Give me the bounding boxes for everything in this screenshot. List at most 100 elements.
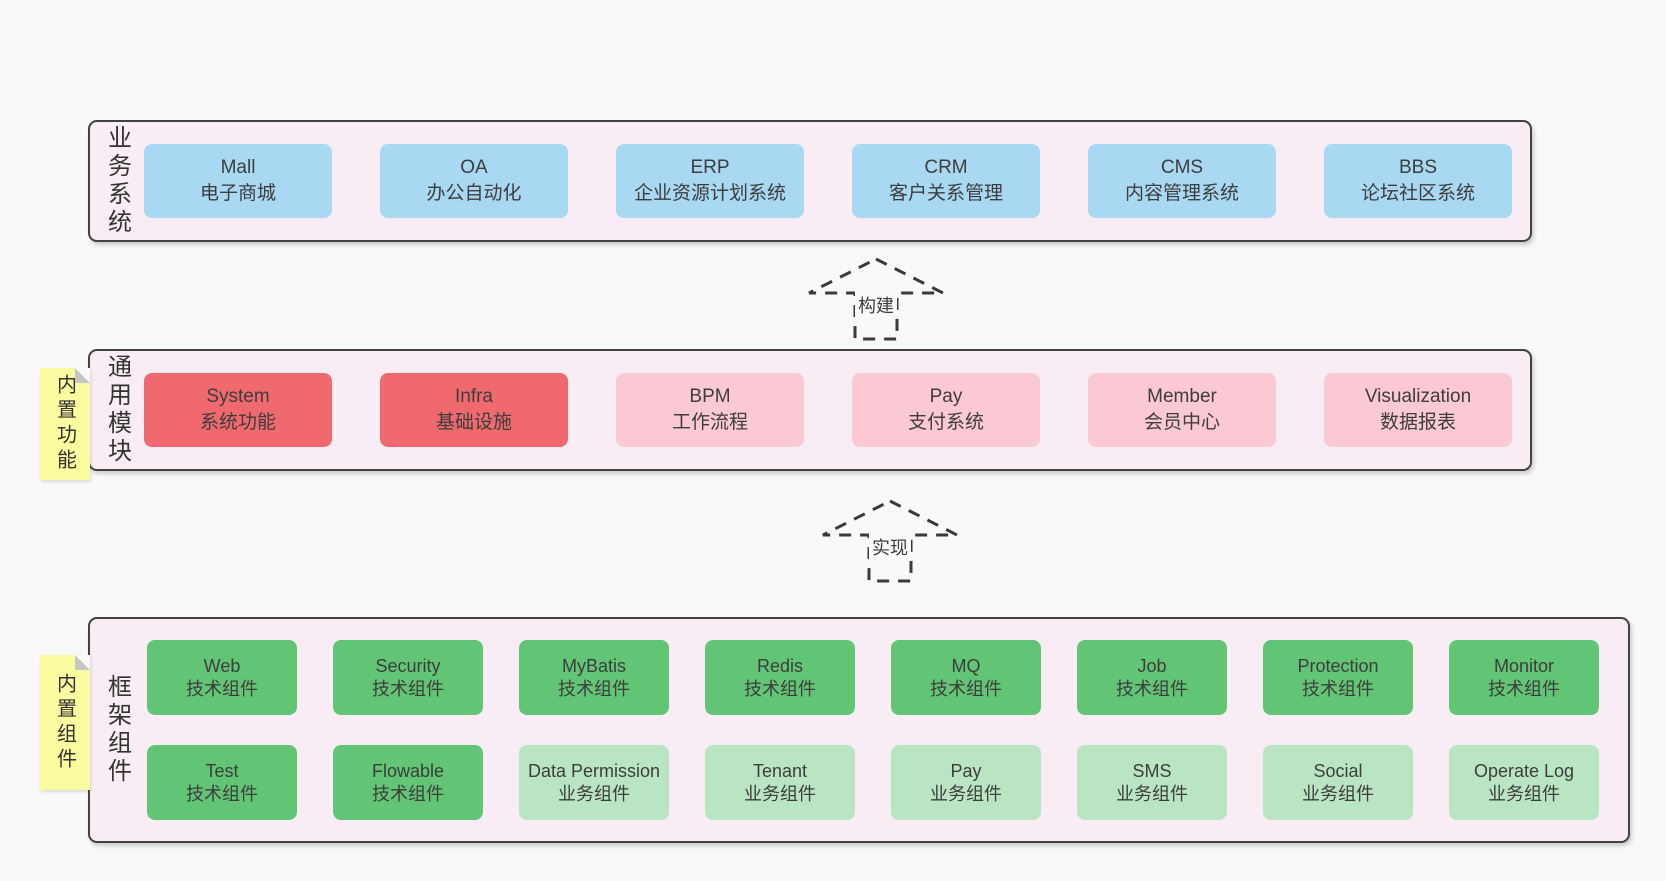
box-oa: OA 办公自动化 bbox=[380, 144, 568, 218]
box-title: SMS bbox=[1132, 760, 1172, 781]
box-subtitle: 业务组件 bbox=[744, 783, 816, 804]
box-subtitle: 基础设施 bbox=[435, 412, 512, 433]
box-subtitle: 技术组件 bbox=[372, 678, 444, 699]
box-subtitle: 客户关系管理 bbox=[888, 183, 1003, 204]
section-business-label: 业务系统 bbox=[103, 125, 131, 237]
box-title: Tenant bbox=[752, 760, 808, 781]
box-visualization: Visualization 数据报表 bbox=[1324, 373, 1512, 447]
box-title: Flowable bbox=[371, 760, 445, 781]
box-subtitle: 技术组件 bbox=[744, 678, 816, 699]
box-title: Operate Log bbox=[1473, 760, 1575, 781]
box-subtitle: 系统功能 bbox=[199, 412, 276, 433]
build-arrow-label: 构建 bbox=[855, 291, 897, 320]
box-title: Infra bbox=[454, 386, 494, 407]
box-title: Monitor bbox=[1493, 655, 1555, 676]
box-infra: Infra 基础设施 bbox=[380, 373, 568, 447]
box-title: Pay bbox=[950, 760, 982, 781]
sticky-note-built-in-components: 内置组件 bbox=[40, 655, 90, 790]
box-title: BBS bbox=[1398, 157, 1438, 178]
sticky-note-built-in-features: 内置功能 bbox=[40, 368, 90, 480]
box-subtitle: 数据报表 bbox=[1379, 412, 1456, 433]
box-subtitle: 工作流程 bbox=[671, 412, 748, 433]
box-subtitle: 业务组件 bbox=[1116, 783, 1188, 804]
box-subtitle: 电子商城 bbox=[199, 183, 276, 204]
box-subtitle: 支付系统 bbox=[907, 412, 984, 433]
box-bbs: BBS 论坛社区系统 bbox=[1324, 144, 1512, 218]
section-framework-label: 框架组件 bbox=[103, 674, 131, 786]
box-erp: ERP 企业资源计划系统 bbox=[616, 144, 804, 218]
box-title: MyBatis bbox=[561, 655, 626, 676]
box-subtitle: 会员中心 bbox=[1143, 412, 1220, 433]
section-business-systems: 业务系统 Mall 电子商城 OA 办公自动化 ERP 企业资源计划系统 CRM 客户关系管理… bbox=[88, 120, 1532, 242]
box-subtitle: 业务组件 bbox=[1488, 783, 1560, 804]
box-title: Mall bbox=[220, 157, 256, 178]
box-subtitle: 论坛社区系统 bbox=[1360, 183, 1475, 204]
implement-arrow-icon: 实现 bbox=[820, 498, 960, 584]
box-subtitle: 企业资源计划系统 bbox=[633, 183, 786, 204]
box-title: Redis bbox=[756, 655, 804, 676]
box-subtitle: 办公自动化 bbox=[426, 183, 522, 204]
box-title: Pay bbox=[929, 386, 963, 407]
box-title: CMS bbox=[1160, 157, 1204, 178]
box-subtitle: 技术组件 bbox=[186, 783, 258, 804]
sticky-modules-label: 内置功能 bbox=[53, 374, 76, 474]
box-title: Job bbox=[1137, 655, 1167, 676]
box-member: Member 会员中心 bbox=[1088, 373, 1276, 447]
box-title: MQ bbox=[951, 655, 981, 676]
business-boxes-row: Mall 电子商城 OA 办公自动化 ERP 企业资源计划系统 CRM 客户关系管理 CMS 内容… bbox=[144, 144, 1530, 218]
box-title: BPM bbox=[689, 386, 731, 407]
section-modules-label: 通用模块 bbox=[103, 354, 131, 466]
box-title: Data Permission bbox=[527, 760, 661, 781]
box-crm: CRM 客户关系管理 bbox=[852, 144, 1040, 218]
sticky-fold-corner-icon bbox=[75, 655, 90, 670]
modules-boxes-row: System 系统功能 Infra 基础设施 BPM 工作流程 Pay 支付系统 Member 会… bbox=[144, 373, 1530, 447]
box-system: System 系统功能 bbox=[144, 373, 332, 447]
implement-arrow-label: 实现 bbox=[869, 533, 911, 562]
sticky-framework-label: 内置组件 bbox=[53, 672, 76, 773]
box-title: Member bbox=[1147, 386, 1217, 407]
box-title: ERP bbox=[690, 157, 730, 178]
box-subtitle: 技术组件 bbox=[1116, 678, 1188, 699]
box-subtitle: 技术组件 bbox=[930, 678, 1002, 699]
box-subtitle: 技术组件 bbox=[372, 783, 444, 804]
box-subtitle: 技术组件 bbox=[1302, 678, 1374, 699]
box-subtitle: 业务组件 bbox=[930, 783, 1002, 804]
box-title: OA bbox=[460, 157, 488, 178]
box-cms: CMS 内容管理系统 bbox=[1088, 144, 1276, 218]
box-title: Social bbox=[1313, 760, 1363, 781]
box-subtitle: 技术组件 bbox=[186, 678, 258, 699]
box-title: CRM bbox=[924, 157, 968, 178]
box-title: Test bbox=[205, 760, 239, 781]
box-title: Visualization bbox=[1364, 386, 1472, 407]
box-bpm: BPM 工作流程 bbox=[616, 373, 804, 447]
box-subtitle: 内容管理系统 bbox=[1124, 183, 1239, 204]
box-mall: Mall 电子商城 bbox=[144, 144, 332, 218]
build-arrow-icon: 构建 bbox=[806, 256, 946, 342]
box-title: System bbox=[206, 386, 270, 407]
box-title: Protection bbox=[1297, 655, 1379, 676]
section-common-modules: 通用模块 System 系统功能 Infra 基础设施 BPM 工作流程 Pay 支付系统 Me… bbox=[88, 349, 1532, 471]
box-subtitle: 技术组件 bbox=[558, 678, 630, 699]
box-subtitle: 业务组件 bbox=[1302, 783, 1374, 804]
box-title: Security bbox=[375, 655, 441, 676]
